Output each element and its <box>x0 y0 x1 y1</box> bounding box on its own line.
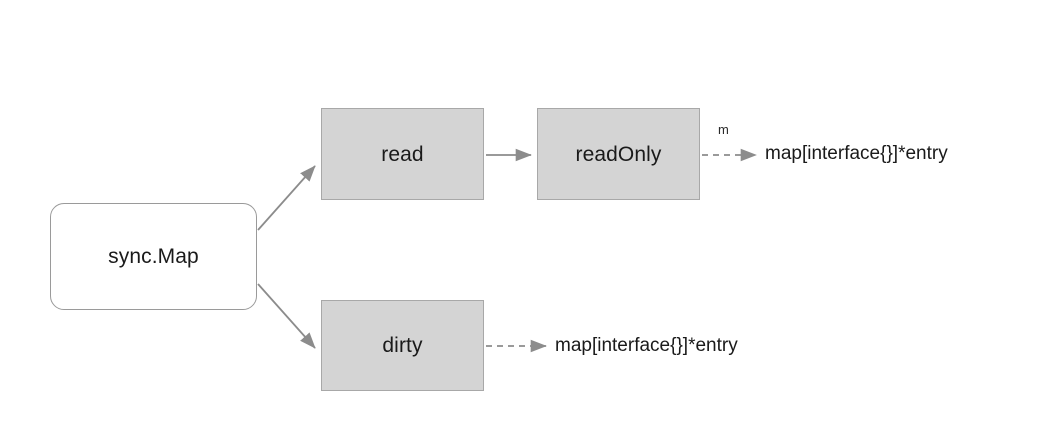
type-label-dirty-map: map[interface{}]*entry <box>555 335 738 356</box>
node-sync-map-label: sync.Map <box>108 245 199 268</box>
type-label-read-map: map[interface{}]*entry <box>765 143 948 164</box>
edge-root-to-read <box>257 165 316 231</box>
edge-label-readonly-field-m: m <box>718 122 729 137</box>
edge-root-to-dirty <box>257 283 316 349</box>
node-readonly-label: readOnly <box>575 142 662 166</box>
node-read: read <box>321 108 484 200</box>
node-read-label: read <box>381 142 424 166</box>
node-sync-map: sync.Map <box>50 203 257 310</box>
node-dirty: dirty <box>321 300 484 391</box>
node-readonly: readOnly <box>537 108 700 200</box>
node-dirty-label: dirty <box>382 334 423 357</box>
